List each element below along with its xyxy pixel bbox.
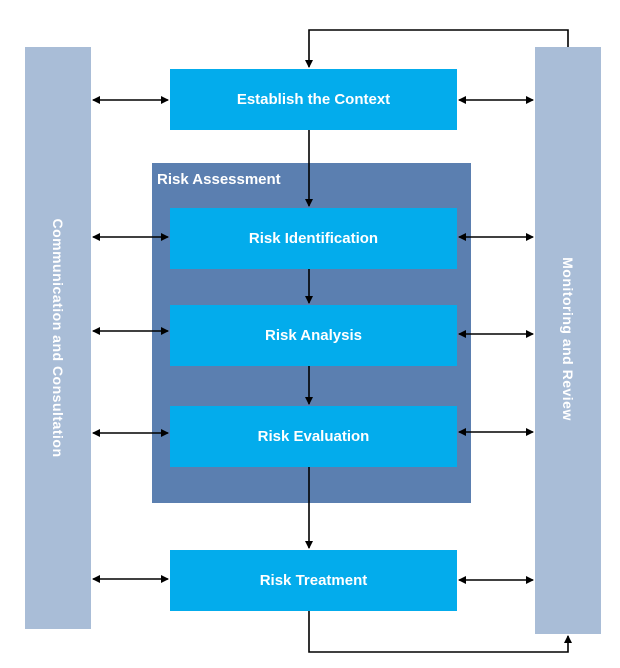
- monitoring-review-bar: Monitoring and Review: [535, 47, 601, 634]
- review-feedback-loop-arrow: [305, 29, 569, 68]
- risk-evaluation-step: Risk Evaluation: [170, 406, 457, 467]
- risk-assessment-title: Risk Assessment: [157, 171, 281, 188]
- risk-analysis-step: Risk Analysis: [170, 305, 457, 366]
- treatment-to-review-arrow: [308, 611, 572, 653]
- communication-consultation-bar: Communication and Consultation: [25, 47, 91, 629]
- risk-treatment-step: Risk Treatment: [170, 550, 457, 611]
- establish-context-step: Establish the Context: [170, 69, 457, 130]
- risk-identification-step: Risk Identification: [170, 208, 457, 269]
